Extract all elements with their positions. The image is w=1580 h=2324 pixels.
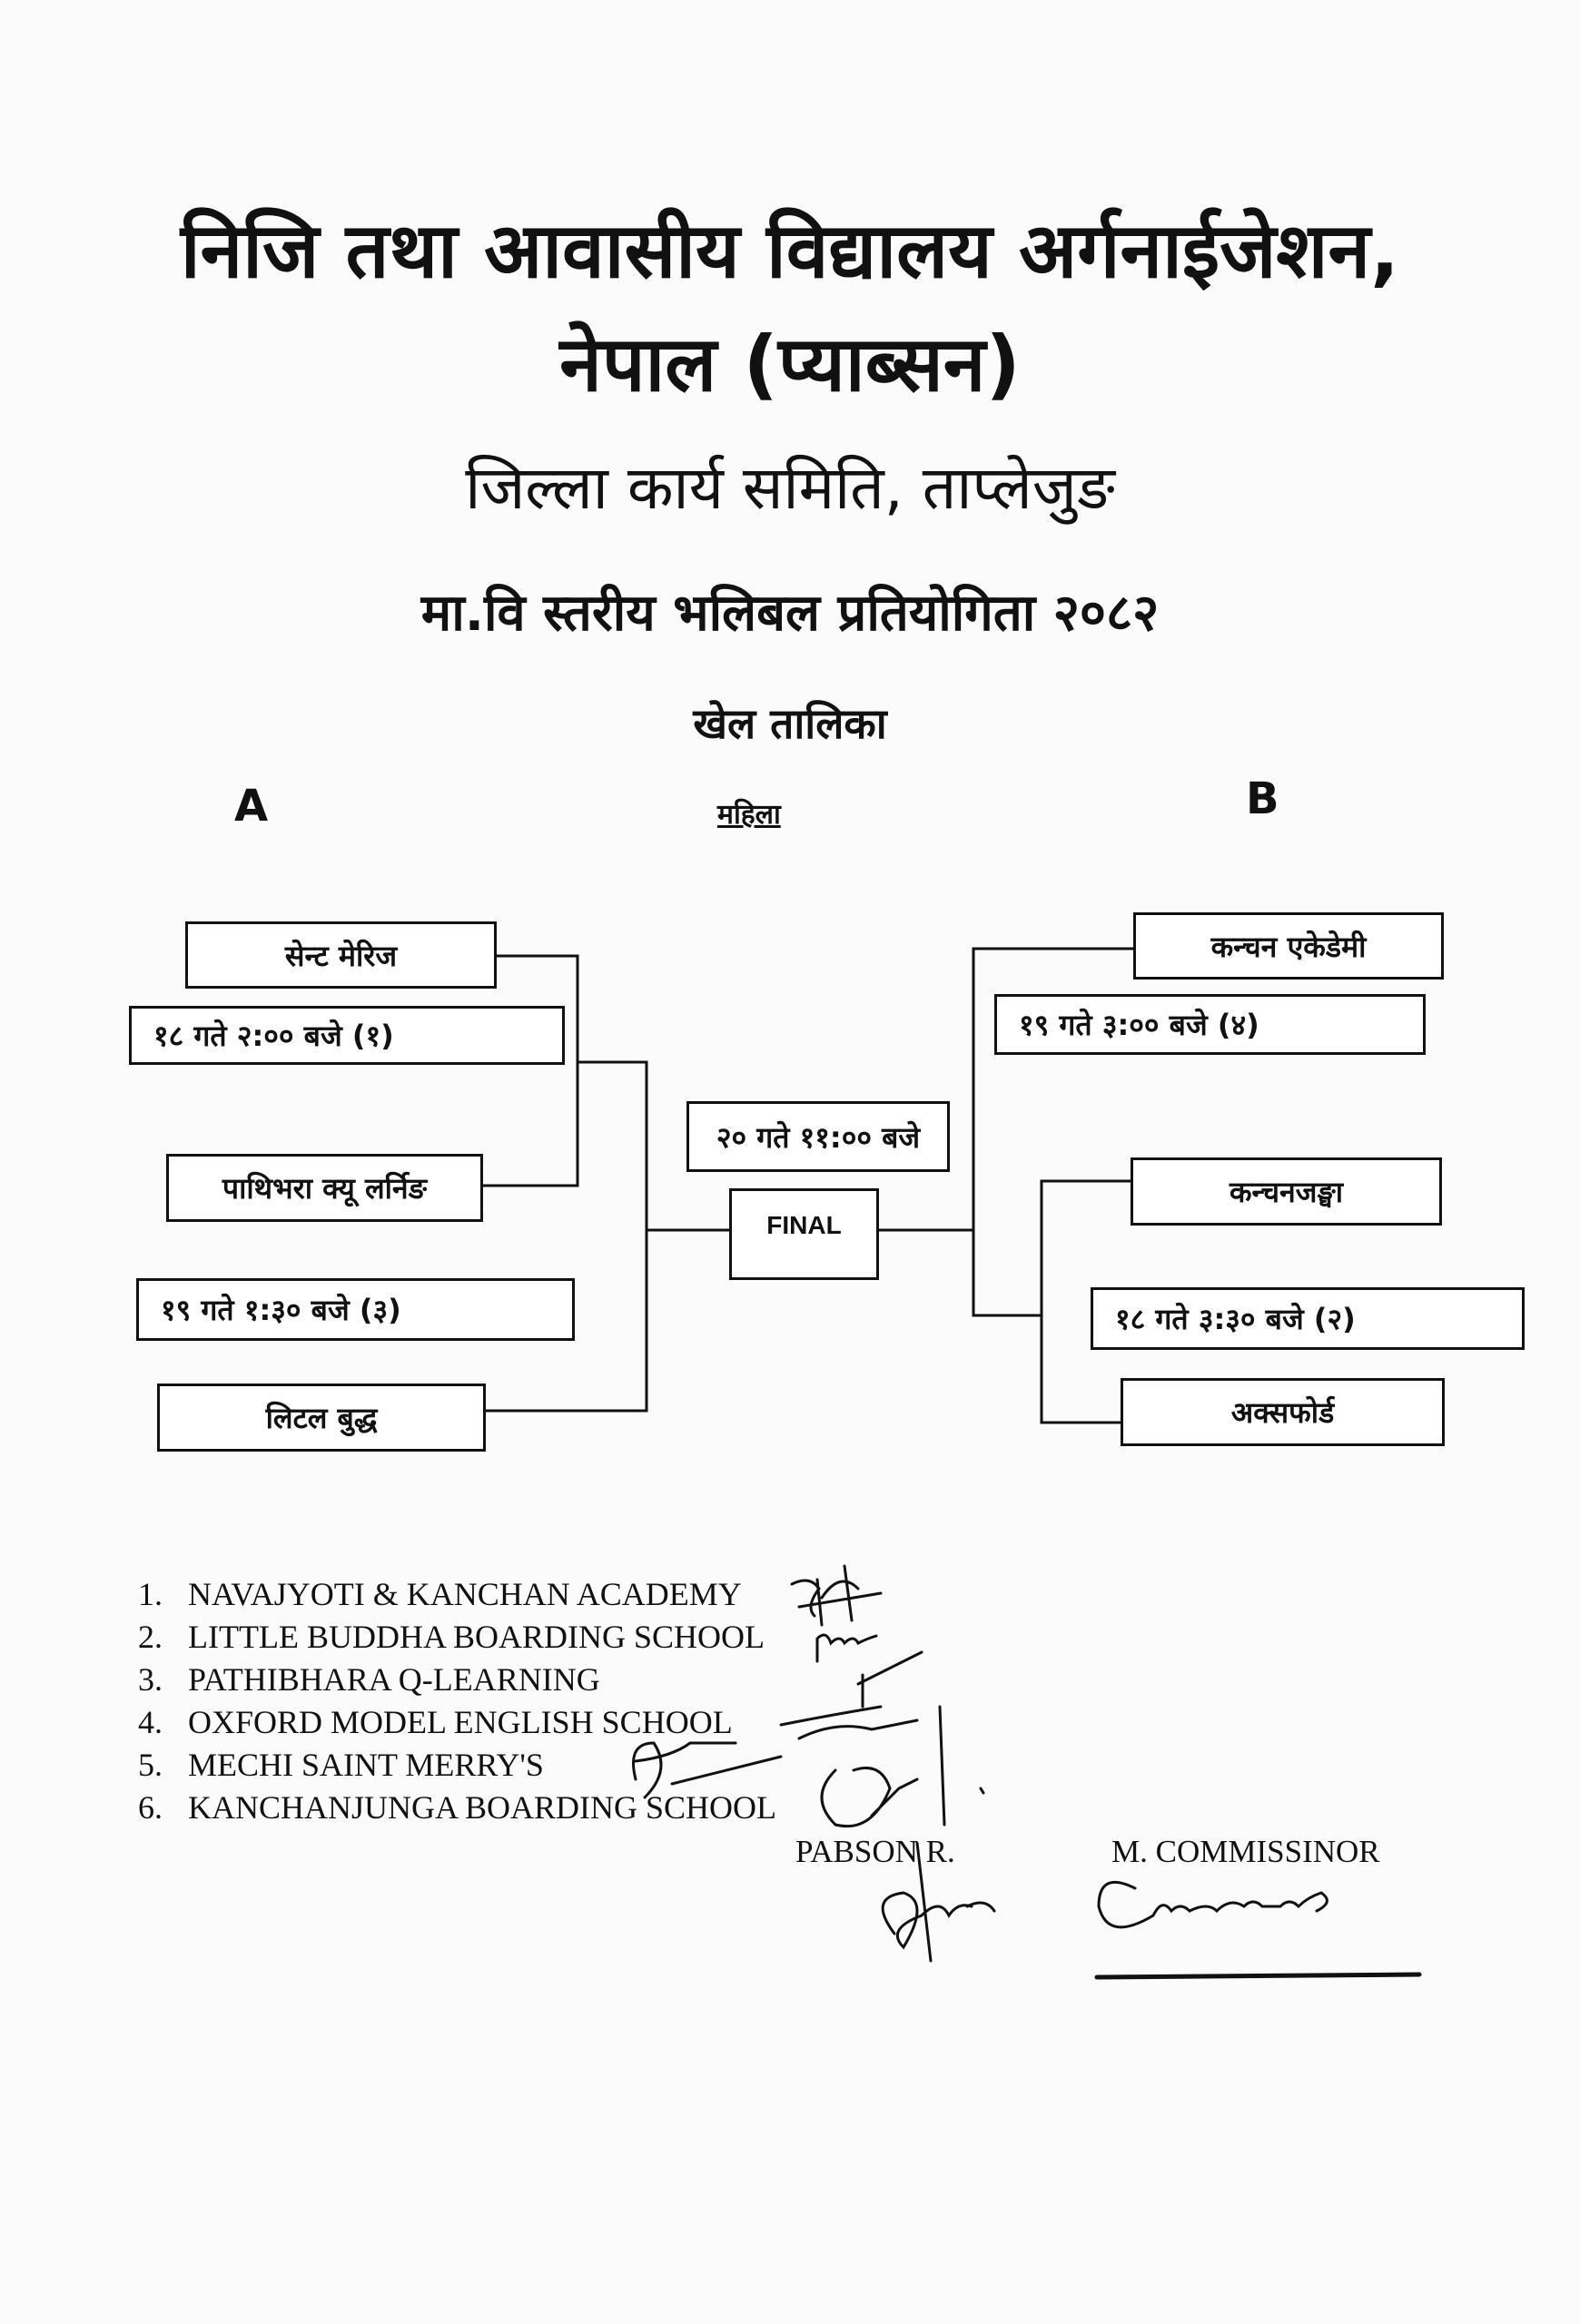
team-saint-marys: सेन्ट मेरिज — [185, 921, 497, 989]
list-item: 4.OXFORD MODEL ENGLISH SCHOOL — [138, 1704, 733, 1740]
list-item: 3.PATHIBHARA Q-LEARNING — [138, 1661, 600, 1698]
list-item: 5.MECHI SAINT MERRY'S — [138, 1747, 544, 1783]
team-kanchan-academy: कन्चन एकेडेमी — [1133, 912, 1444, 980]
pabson-label: PABSON R. — [795, 1834, 955, 1869]
committee-title: जिल्ला कार्य समिति, ताप्लेजुङ — [465, 453, 1115, 523]
event-title: मा.वि स्तरीय भलिबल प्रतियोगिता २०८२ — [420, 584, 1160, 643]
match-1-time: १८ गते २:०० बजे (१) — [129, 1006, 565, 1065]
team-little-buddha: लिटल बुद्ध — [157, 1384, 486, 1452]
team-pathibhara: पाथिभरा क्यू लर्निङ — [166, 1154, 483, 1222]
team-oxford: अक्सफोर्ड — [1121, 1378, 1445, 1446]
signature-4 — [632, 1741, 783, 1799]
match-2-time: १८ गते ३:३० बजे (२) — [1091, 1287, 1525, 1350]
signature-6 — [881, 1841, 996, 1963]
schedule-title: खेल तालिका — [693, 699, 887, 748]
final-box: FINAL — [729, 1188, 879, 1280]
match-3-time: १९ गते १:३० बजे (३) — [136, 1278, 575, 1341]
team-kanchanjunga: कन्चनजङ्घा — [1131, 1157, 1442, 1226]
match-4-time: १९ गते ३:०० बजे (४) — [994, 994, 1426, 1055]
group-b-label: B — [1246, 773, 1279, 824]
list-item: 2.LITTLE BUDDHA BOARDING SCHOOL — [138, 1619, 765, 1655]
signature-2 — [815, 1633, 923, 1686]
signature-underline — [1094, 1972, 1422, 1980]
group-a-label: A — [234, 781, 269, 832]
category-label: महिला — [717, 799, 781, 831]
final-time: २० गते ११:०० बजे — [686, 1101, 950, 1172]
signature-1 — [790, 1564, 883, 1627]
signature-7 — [1097, 1880, 1328, 1929]
org-title-line2: नेपाल (प्याब्सन) — [559, 320, 1021, 409]
org-title-line1: निजि तथा आवासीय विद्यालय अर्गनाईजेशन, — [180, 206, 1400, 295]
signature-3 — [779, 1673, 946, 1827]
signature-5 — [820, 1767, 985, 1828]
commissioner-label: M. COMMISSINOR — [1111, 1834, 1380, 1869]
list-item: 6.KANCHANJUNGA BOARDING SCHOOL — [138, 1789, 777, 1826]
list-item: 1.NAVAJYOTI & KANCHAN ACADEMY — [138, 1576, 742, 1612]
school-list: 1.NAVAJYOTI & KANCHAN ACADEMY 2.LITTLE B… — [138, 1573, 776, 1829]
